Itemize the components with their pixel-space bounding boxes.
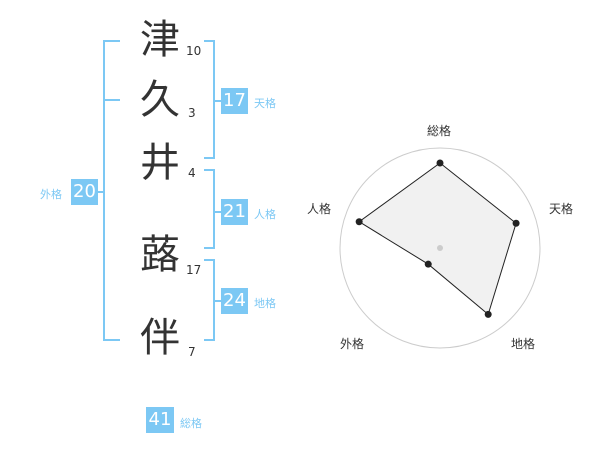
jinkaku-label: 人格 — [254, 208, 276, 221]
name-char-5: 伴 — [140, 315, 180, 361]
stroke-count-1: 10 — [186, 44, 202, 58]
soukaku-value: 41 — [146, 407, 174, 433]
radar-label-jinkaku: 人格 — [307, 202, 332, 216]
stroke-count-4: 17 — [186, 263, 202, 277]
gaikaku-label: 外格 — [40, 188, 62, 201]
radar-label-tenkaku: 天格 — [549, 202, 574, 216]
chikaku-value: 24 — [221, 288, 248, 314]
radar-point-3 — [424, 260, 432, 268]
name-char-1: 津 — [140, 17, 180, 63]
radar-label-soukaku: 総格 — [427, 124, 452, 138]
radar-polygon — [358, 162, 517, 316]
radar-center-dot — [437, 245, 443, 251]
radar-label-gaikaku: 外格 — [340, 337, 365, 351]
jinkaku-value: 21 — [221, 199, 248, 225]
radar-point-1 — [512, 219, 520, 227]
gaikaku-value: 20 — [71, 179, 98, 205]
stroke-count-5: 7 — [188, 345, 196, 359]
tenkaku-value: 17 — [221, 88, 248, 114]
radar-point-2 — [484, 310, 492, 318]
radar-point-0 — [436, 159, 444, 167]
name-char-2: 久 — [140, 77, 180, 123]
name-char-3: 井 — [140, 140, 180, 186]
name-char-4: 蕗 — [140, 232, 180, 278]
chikaku-label: 地格 — [254, 297, 276, 310]
stroke-count-2: 3 — [188, 106, 196, 120]
tenkaku-label: 天格 — [254, 97, 276, 110]
stroke-count-3: 4 — [188, 166, 196, 180]
radar-label-chikaku: 地格 — [511, 337, 536, 351]
soukaku-label: 総格 — [180, 417, 202, 430]
radar-point-4 — [355, 218, 363, 226]
